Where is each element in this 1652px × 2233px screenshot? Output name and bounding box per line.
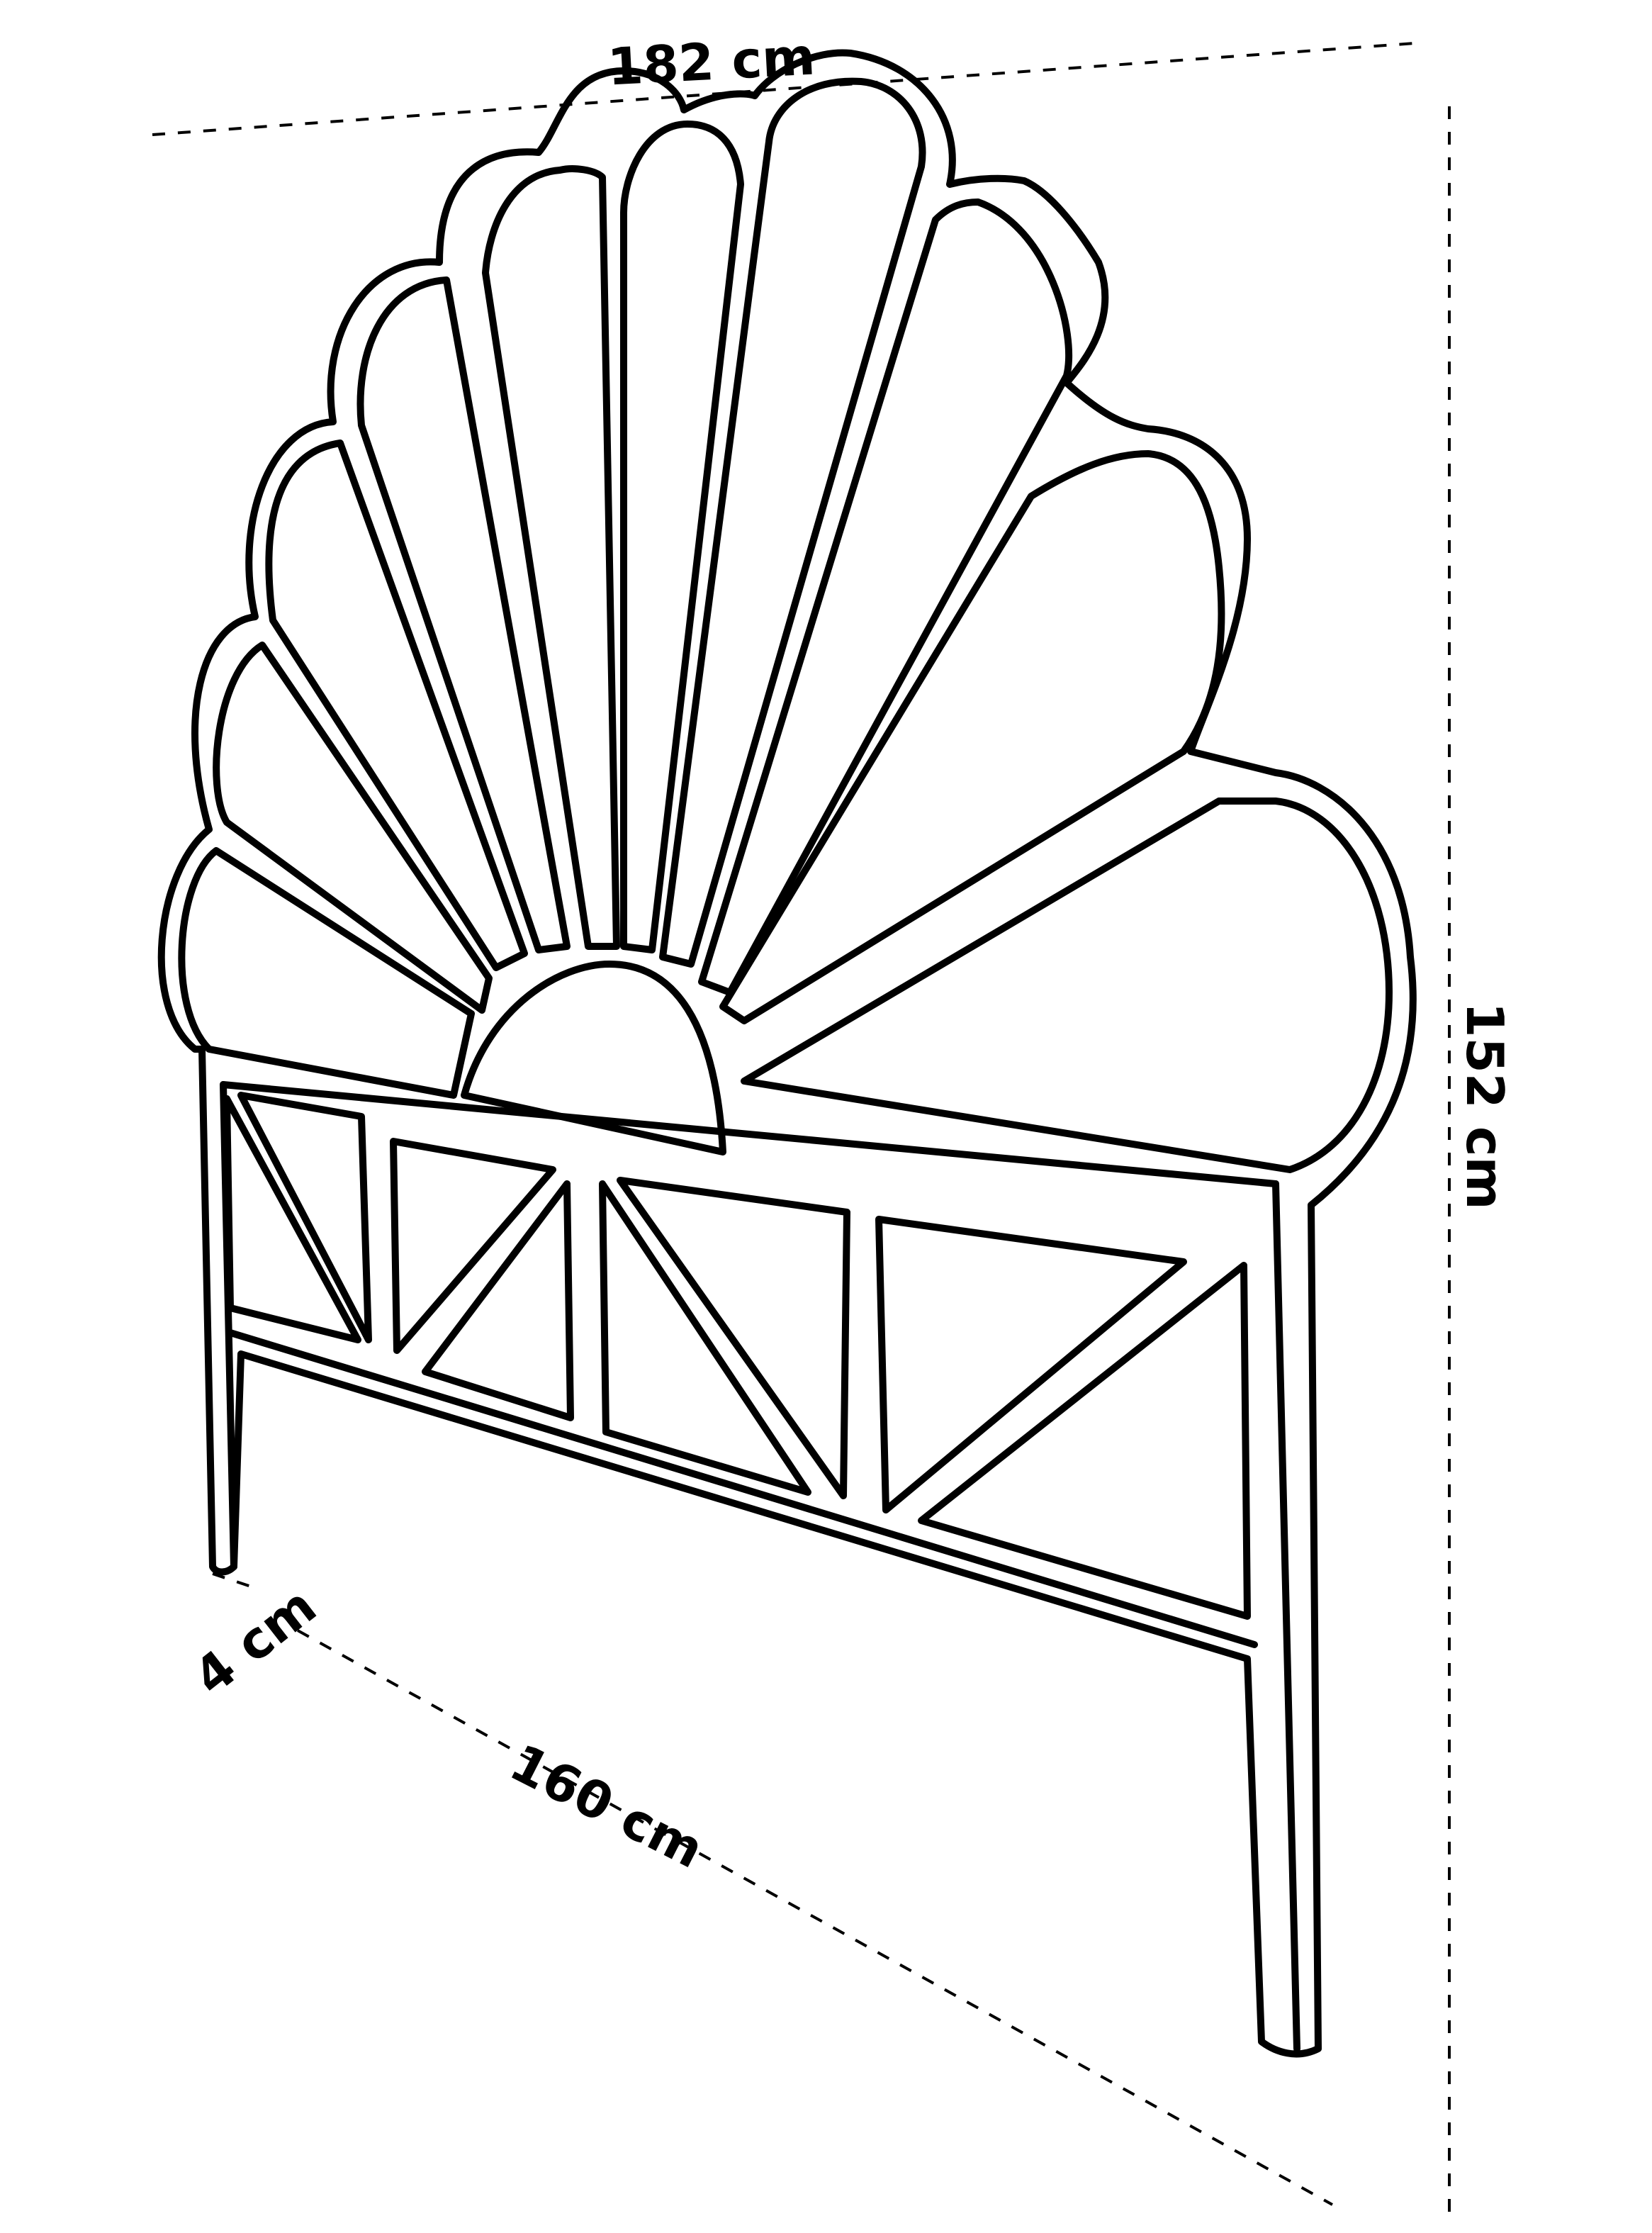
label-depth: 4 cm: [183, 1576, 327, 1707]
lattice-cell-3: [390, 1138, 556, 1354]
left-leg-inner: [220, 1081, 237, 1570]
lattice-bottom-rail: [227, 1329, 1258, 1648]
lattice-cell-5: [599, 1180, 811, 1496]
center-half-sun: [461, 961, 726, 1155]
petal-3: [265, 440, 528, 971]
lattice-cell-8: [918, 1262, 1251, 1620]
lattice-cell-1: [223, 1095, 361, 1343]
petal-9: [719, 450, 1225, 1024]
lattice-cell-6: [617, 1177, 850, 1499]
petal-5: [482, 165, 620, 950]
lattice-cell-4: [422, 1180, 574, 1421]
dimension-line-base-width: [297, 1629, 1333, 2206]
petal-6: [620, 121, 744, 953]
right-leg-inner: [1272, 1180, 1300, 2052]
lattice-cell-2: [237, 1092, 372, 1343]
label-base-width: 160 cm: [501, 1733, 713, 1880]
dimension-line-top-width: [152, 41, 1425, 136]
outer-scalloped-frame: [157, 49, 1417, 2058]
lattice-top-rail: [220, 1081, 1279, 1187]
label-height: 152 cm: [1455, 1002, 1515, 1209]
petal-2: [213, 642, 493, 1014]
petal-1: [178, 847, 475, 1099]
lattice-cell-7: [875, 1216, 1187, 1513]
dimension-line-depth: [212, 1572, 256, 1589]
petal-10: [741, 798, 1393, 1173]
petal-7: [659, 77, 926, 968]
dimension-lines: [152, 41, 1451, 2212]
headboard-outline: [157, 49, 1417, 2058]
label-top-width: 182 cm: [606, 26, 816, 96]
petal-4: [356, 276, 571, 953]
petal-8: [698, 198, 1072, 996]
